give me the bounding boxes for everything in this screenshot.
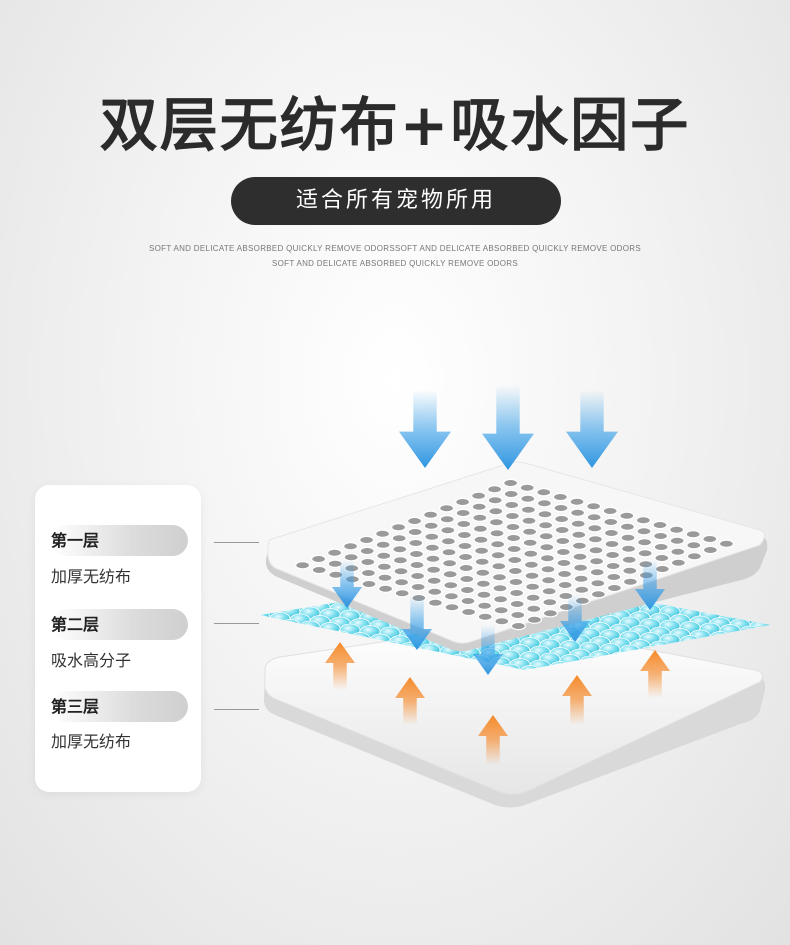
layer-2-label: 第二层 xyxy=(51,609,188,640)
up-arrow-icon xyxy=(325,642,355,690)
leader-line-1 xyxy=(214,542,259,543)
top-sheet xyxy=(265,461,768,652)
layer-3-desc: 加厚无纺布 xyxy=(51,732,132,751)
down-arrow-icon xyxy=(402,595,432,650)
leader-line-2 xyxy=(214,623,259,624)
up-arrow-icon xyxy=(395,677,425,725)
down-arrow-icon xyxy=(560,595,590,642)
tagline-line-1: SOFT AND DELICATE ABSORBED QUICKLY REMOV… xyxy=(148,244,641,253)
down-arrow-icon xyxy=(399,390,451,468)
subtitle-pill: 适合所有宠物所用 xyxy=(231,177,561,225)
down-arrow-icons xyxy=(332,385,665,675)
bottom-sheet xyxy=(263,623,766,808)
down-arrow-icon xyxy=(473,625,503,675)
page-title: 双层无纺布+吸水因子 xyxy=(99,91,691,159)
layer-legend-panel: 第一层 加厚无纺布 第二层 吸水高分子 第三层 加厚无纺布 xyxy=(35,485,201,792)
down-arrow-icon xyxy=(566,390,618,468)
down-arrow-icon xyxy=(635,560,665,610)
layer-1-desc: 加厚无纺布 xyxy=(51,567,132,586)
layer-illustration xyxy=(260,385,770,808)
up-arrow-icons xyxy=(325,642,670,765)
layer-3-label: 第三层 xyxy=(51,691,188,722)
down-arrow-icon xyxy=(482,385,534,470)
tagline-line-2: SOFT AND DELICATE ABSORBED QUICKLY REMOV… xyxy=(271,259,518,268)
layer-1-label: 第一层 xyxy=(51,525,188,556)
down-arrow-icon xyxy=(332,560,362,608)
leader-line-3 xyxy=(214,709,259,710)
up-arrow-icon xyxy=(562,675,592,725)
up-arrow-icon xyxy=(478,715,508,765)
layer-2-desc: 吸水高分子 xyxy=(51,651,132,670)
up-arrow-icon xyxy=(640,650,670,698)
